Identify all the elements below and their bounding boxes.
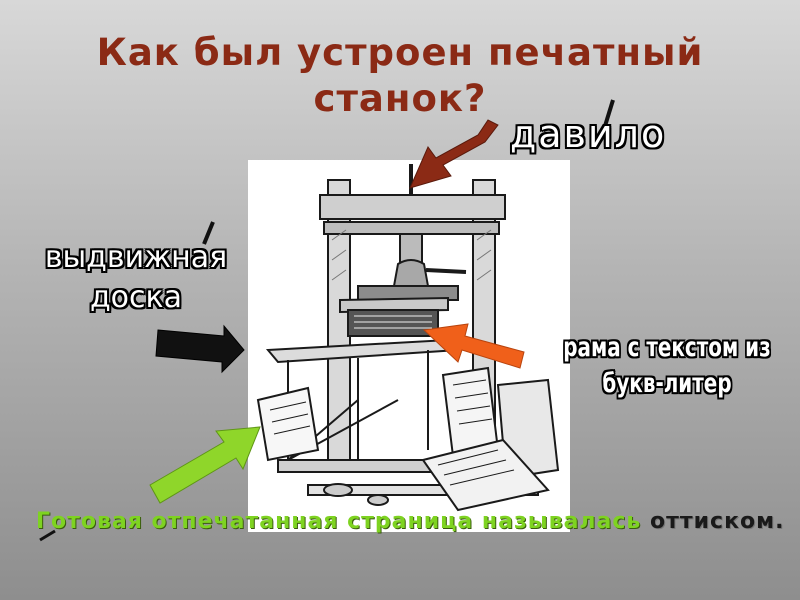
label-rama: рама с текстом из букв-литер (560, 330, 775, 402)
accent-mark (202, 221, 215, 245)
arrow-print (149, 426, 261, 504)
slide-title: Как был устроен печатный станок? (96, 31, 704, 120)
arrow-davilo (409, 119, 499, 189)
caption-term: оттиском. (650, 509, 785, 534)
printing-press-drawing (256, 164, 560, 512)
accent-mark (603, 99, 615, 127)
printing-press-illustration (248, 160, 570, 532)
label-doska-line2: доска (89, 280, 183, 315)
label-rama-line1: рама с текстом из (563, 332, 771, 363)
caption-note: Готовая отпечатанная страница называлась… (36, 504, 786, 540)
label-doska-line1: выдвижная (44, 240, 228, 275)
accent-mark (39, 529, 56, 542)
caption-text: Готовая отпечатанная страница называлась (36, 509, 650, 534)
label-doska: выдвижная доска (20, 238, 252, 318)
label-rama-line2: букв-литер (602, 368, 732, 399)
label-davilo: давило (510, 112, 667, 156)
arrow-doska (155, 324, 245, 374)
arrow-rama (422, 323, 525, 369)
